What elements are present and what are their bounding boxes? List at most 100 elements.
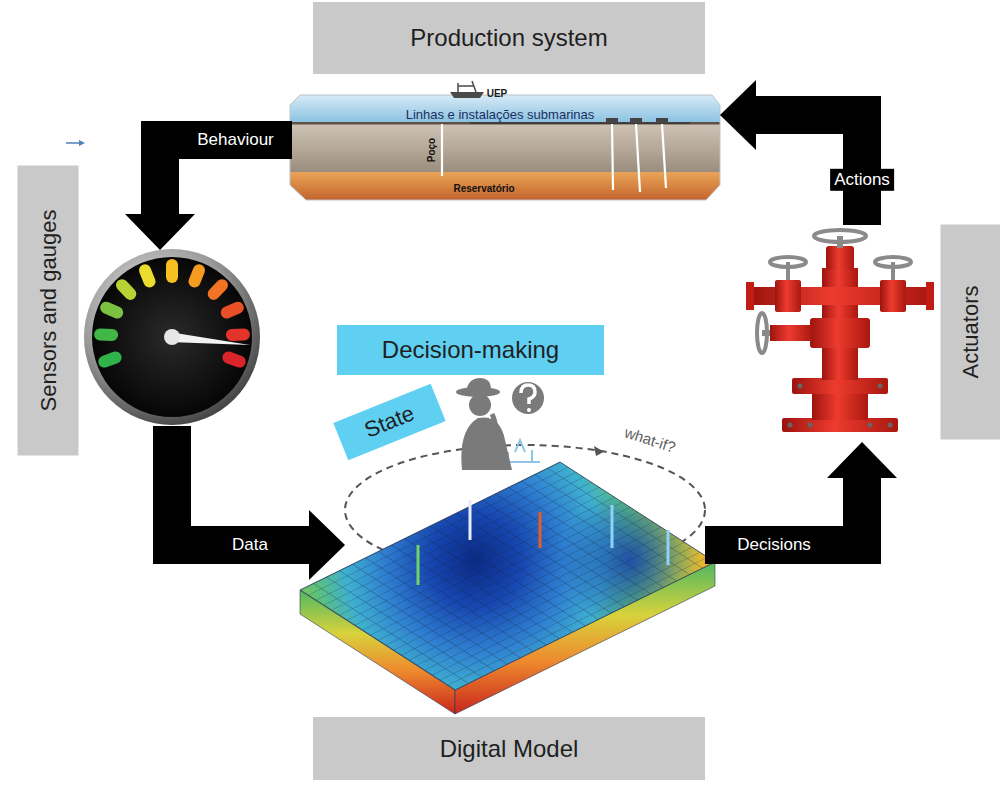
gauge-illustration-part <box>84 249 260 425</box>
arrow-label-anchor: Decisions <box>733 534 815 556</box>
wellhead-illustration-part <box>798 384 803 389</box>
thinker-figure-part <box>466 378 491 392</box>
thinker-figure <box>456 378 544 470</box>
label-tab: Digital Model <box>313 717 705 780</box>
gauge-illustration-part <box>169 332 250 345</box>
model-illustration-part <box>300 462 715 690</box>
gauge-illustration-part <box>164 329 180 345</box>
small-arrow-mark-part <box>66 142 80 144</box>
wellhead-illustration-part <box>868 423 873 428</box>
wellhead-illustration-part <box>757 313 767 353</box>
flow-arrow <box>172 426 345 580</box>
production-illustration-part <box>450 92 484 98</box>
gauge-scale-part <box>232 329 244 341</box>
state-box: State <box>333 384 445 460</box>
flow-arrow <box>125 140 292 250</box>
thinker-figure-part <box>521 385 535 404</box>
thinker-figure-part <box>461 417 512 470</box>
arrow-label-anchor: Behaviour <box>193 129 278 151</box>
node-text: Production system <box>410 24 607 52</box>
node-text: Actuators <box>957 286 982 379</box>
label-tab: Production system <box>313 2 705 74</box>
label-anchor: Linhas e instalações submarinas <box>406 105 595 123</box>
reservoir-label: Reservatório <box>453 183 514 195</box>
node-text: Sensors and gauges <box>35 209 60 411</box>
small-arrow-mark-part <box>79 140 85 146</box>
wellhead-illustration-part <box>792 378 888 394</box>
gauge-scale-part <box>100 329 112 341</box>
model-illustration-part <box>417 545 420 585</box>
model-illustration-part <box>594 446 604 456</box>
wellhead-illustration-part <box>808 423 813 428</box>
wellhead-illustration-part <box>814 230 866 242</box>
arrow-label: Actions <box>830 168 894 190</box>
label-tab: Sensors and gauges <box>17 165 78 455</box>
gauge-scale <box>100 265 244 362</box>
wellhead-illustration-part <box>810 318 870 348</box>
small-arrow-mark <box>66 140 85 146</box>
gauge-scale-part <box>195 270 200 281</box>
production-section-part <box>662 124 666 188</box>
gauge-scale-part <box>145 270 150 281</box>
production-section-part <box>290 172 720 202</box>
label-tab: Actuators <box>940 225 1000 440</box>
arrow-label: Behaviour <box>193 129 278 151</box>
arrow-shaft <box>172 426 310 545</box>
wellhead-illustration <box>746 230 934 432</box>
decision-box: Decision-making <box>337 325 604 375</box>
wellhead-illustration-part <box>891 262 895 280</box>
gauge-scale-part <box>166 265 178 277</box>
node-text: Decision-making <box>382 336 559 364</box>
wellhead-illustration-part <box>926 282 934 310</box>
gauge-scale-part <box>104 358 115 362</box>
model-illustration <box>300 440 715 714</box>
flow-arrow <box>705 442 897 545</box>
subsea-label: Linhas e instalações submarinas <box>406 108 595 123</box>
wellhead-illustration-part <box>812 392 868 420</box>
wellhead-illustration-part <box>880 280 906 312</box>
arrow-head <box>125 214 195 250</box>
wellhead-illustration-part <box>878 384 883 389</box>
arrow-label-anchor: Actions <box>830 168 894 190</box>
thinker-figure-part <box>469 394 491 416</box>
production-system-frame: Production system <box>292 85 720 200</box>
gauge-scale-part <box>228 358 239 362</box>
production-section-part <box>441 124 443 176</box>
production-section-part <box>630 118 642 123</box>
production-section-part <box>656 118 668 123</box>
thinker-figure-part <box>488 414 495 440</box>
arrow-head <box>309 510 345 580</box>
arrow-label-anchor: Data <box>228 534 272 556</box>
production-section-part <box>290 122 720 125</box>
wellhead-illustration-part <box>746 282 754 310</box>
wellhead-illustration-part <box>775 280 801 312</box>
actuators-frame: Actuators <box>725 225 935 442</box>
wellhead-illustration-part <box>826 246 854 270</box>
gauge-scale-part <box>227 308 238 313</box>
arrow-head <box>720 80 756 150</box>
model-illustration-part <box>300 462 715 690</box>
production-section-part <box>636 124 640 192</box>
production-illustration <box>290 81 720 202</box>
production-section-part <box>612 124 613 190</box>
wellhead-illustration-part <box>788 423 793 428</box>
production-section <box>290 88 720 202</box>
wellhead-illustration-part <box>782 418 898 432</box>
well-label: Poço <box>426 138 438 162</box>
platform-label: UEP <box>487 88 508 100</box>
model-illustration-part <box>300 462 715 690</box>
sensors-frame: Sensors and gauges <box>84 250 262 426</box>
model-illustration-part <box>667 530 670 565</box>
model-illustration-part <box>539 512 542 548</box>
production-section-part <box>606 118 618 123</box>
wellhead-illustration-part <box>770 325 812 341</box>
arrow-shaft <box>160 140 292 215</box>
thinker-figure-part <box>527 408 531 412</box>
node-text: State <box>360 401 417 444</box>
label-anchor: what-if? <box>622 423 678 456</box>
gauge-illustration <box>84 249 260 425</box>
gauge-scale-part <box>106 308 117 313</box>
node-text: Digital Model <box>440 735 579 763</box>
